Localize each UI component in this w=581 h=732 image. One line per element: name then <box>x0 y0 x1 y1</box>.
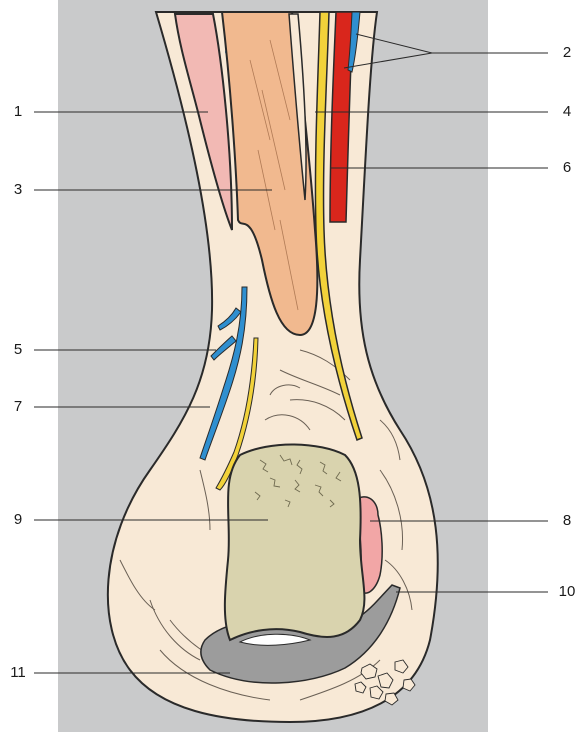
label-3: 3 <box>8 181 28 199</box>
label-10: 10 <box>555 583 579 601</box>
label-2: 2 <box>555 44 579 62</box>
label-11: 11 <box>8 664 28 682</box>
label-4: 4 <box>555 103 579 121</box>
bone-talus-9 <box>225 444 365 640</box>
label-9: 9 <box>8 511 28 529</box>
label-5: 5 <box>8 341 28 359</box>
label-7: 7 <box>8 398 28 416</box>
label-8: 8 <box>555 512 579 530</box>
label-1: 1 <box>8 103 28 121</box>
label-6: 6 <box>555 159 579 177</box>
